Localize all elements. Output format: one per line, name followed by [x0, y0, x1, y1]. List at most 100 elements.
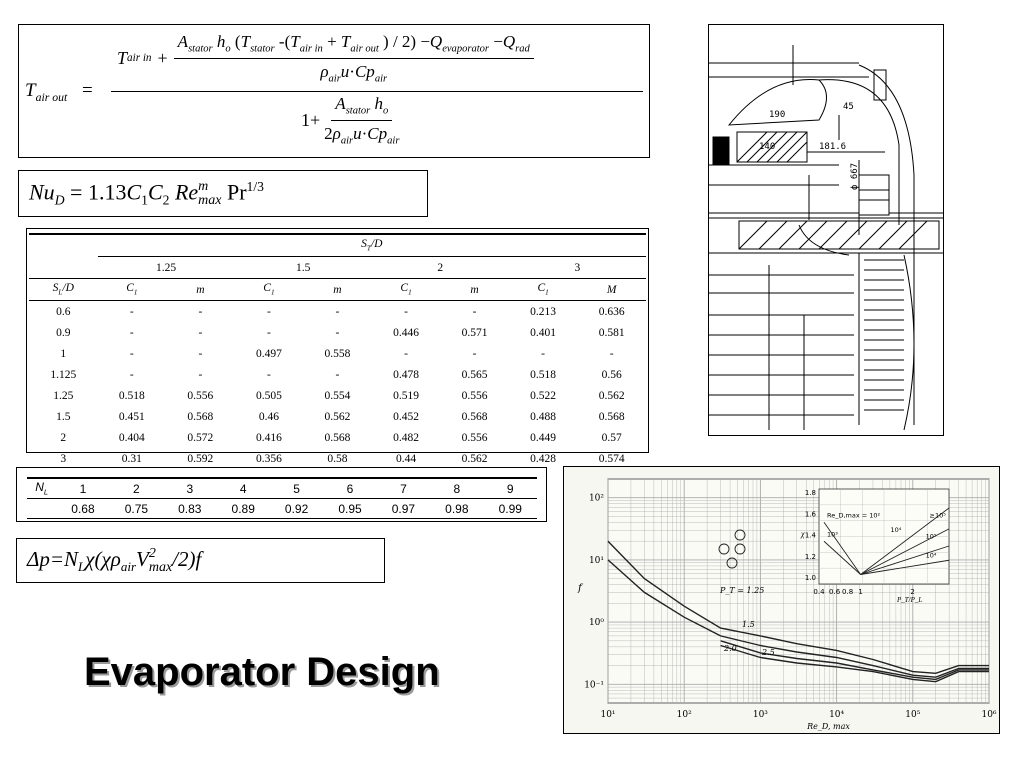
table-cell: -	[335, 326, 340, 339]
table-cell: 0.31	[121, 452, 142, 465]
nl-value: 5	[269, 477, 324, 499]
nl-value: 7	[376, 477, 431, 499]
table-cell: 0.554	[324, 389, 351, 402]
table-cell: 3	[60, 452, 67, 465]
table-cell: 0.571	[461, 326, 488, 339]
nl-value: 4	[216, 477, 270, 499]
table-cell: -	[129, 368, 134, 381]
table-cell: -	[198, 326, 203, 339]
dim-label: ϕ 667	[850, 163, 860, 190]
inset-curve	[860, 528, 950, 575]
y-tick-label: 10²	[589, 494, 604, 504]
inset-curve	[860, 545, 950, 575]
st-d-group-header: 2	[371, 256, 509, 279]
coefficient-header: C1	[234, 278, 304, 301]
table-cell: 0.556	[461, 389, 488, 402]
tube-sketch	[718, 543, 730, 555]
correction-value: 0.99	[483, 498, 537, 519]
table-cell: -	[129, 305, 134, 318]
st-d-header: ST/D	[97, 234, 646, 257]
curve-label: P_T = 1.25	[719, 586, 764, 595]
table-cell: -	[472, 347, 477, 360]
table-cell: 0.572	[187, 431, 214, 444]
correction-value: 0.89	[216, 498, 270, 519]
table-cell: -	[404, 305, 408, 318]
nl-value: 8	[430, 477, 484, 499]
x-tick-label: 10¹	[600, 710, 615, 720]
nl-value: 6	[323, 477, 377, 499]
table-cell: 0.562	[324, 410, 351, 423]
dim-label: 181.6	[819, 142, 846, 152]
coefficient-header: m	[303, 278, 372, 301]
table-cell: 0.401	[530, 326, 557, 339]
x-tick-label: 10⁵	[905, 710, 920, 720]
table-cell: 1.5	[56, 410, 71, 423]
table-cell: -	[198, 305, 203, 318]
y-tick-label: 10¹	[589, 556, 604, 566]
tube-sketch	[726, 557, 738, 569]
table-cell: 0.636	[598, 305, 625, 318]
dim-label: 190	[769, 110, 785, 120]
series-line	[607, 540, 989, 675]
curve-label: 2.5	[761, 648, 775, 657]
curve-label: 2.0	[723, 644, 737, 653]
inset-curve	[823, 540, 861, 575]
table-cell: -	[198, 347, 203, 360]
table-cell: -	[266, 368, 271, 381]
inset-curve-label: 10⁴	[926, 551, 937, 559]
inset-y-tick: 1.6	[805, 510, 817, 518]
table-cell: 0.568	[461, 410, 488, 423]
x-tick-label: 10²	[677, 710, 692, 720]
table-cell: 1.25	[53, 389, 74, 402]
eq1-lower-fraction: Astator ho 2ρairu·Cpair	[324, 94, 400, 146]
correction-value: 0.92	[269, 498, 324, 519]
inset-curve-label: Re_D,max = 10²	[827, 512, 881, 520]
inset-y-label: χ	[800, 530, 805, 539]
nl-value: 1	[56, 477, 110, 499]
table-cell: 0.478	[393, 368, 419, 381]
st-d-group-header: 1.5	[234, 256, 372, 279]
series-line	[720, 640, 989, 681]
table-cell: -	[609, 347, 614, 360]
table-cell: 0.556	[187, 389, 214, 402]
inset-x-tick: 0.6	[829, 588, 841, 596]
inset-y-tick: 1.4	[805, 532, 817, 540]
inset-curve	[823, 521, 861, 575]
inset-curve-label: 10³	[827, 531, 838, 539]
table-cell: 0.416	[255, 431, 282, 444]
cross-section-svg: 190 45 140 181.6 ϕ 667	[709, 45, 943, 431]
curve-label: 1.5	[742, 620, 755, 629]
inset-curve	[860, 559, 950, 575]
inset-x-tick: 0.4	[813, 588, 825, 596]
table-cell: 0.568	[324, 431, 351, 444]
tube-sketch	[734, 543, 746, 555]
eq1-lhs: Tair out =	[25, 80, 93, 104]
correction-value: 0.75	[109, 498, 164, 519]
inset-x-tick: 0.8	[842, 588, 853, 596]
table-cell: 0.556	[461, 431, 488, 444]
table-cell: 0.518	[118, 389, 145, 402]
table-cell: 0.451	[118, 410, 145, 423]
y-axis-label: f	[577, 583, 584, 594]
table-cell: 0.213	[530, 305, 557, 318]
coefficient-header: C1	[97, 278, 167, 301]
eq1-upper-fraction: Astator ho (Tstator -(Tair in + Tair out…	[173, 32, 534, 84]
table-cell: 1.125	[50, 368, 77, 381]
table-cell: -	[129, 326, 134, 339]
coefficient-header: C1	[371, 278, 441, 301]
table-cell: 0.522	[530, 389, 557, 402]
dim-label: 140	[759, 142, 775, 152]
table-cell: 0.404	[118, 431, 145, 444]
table-cell: 0.58	[327, 452, 348, 465]
